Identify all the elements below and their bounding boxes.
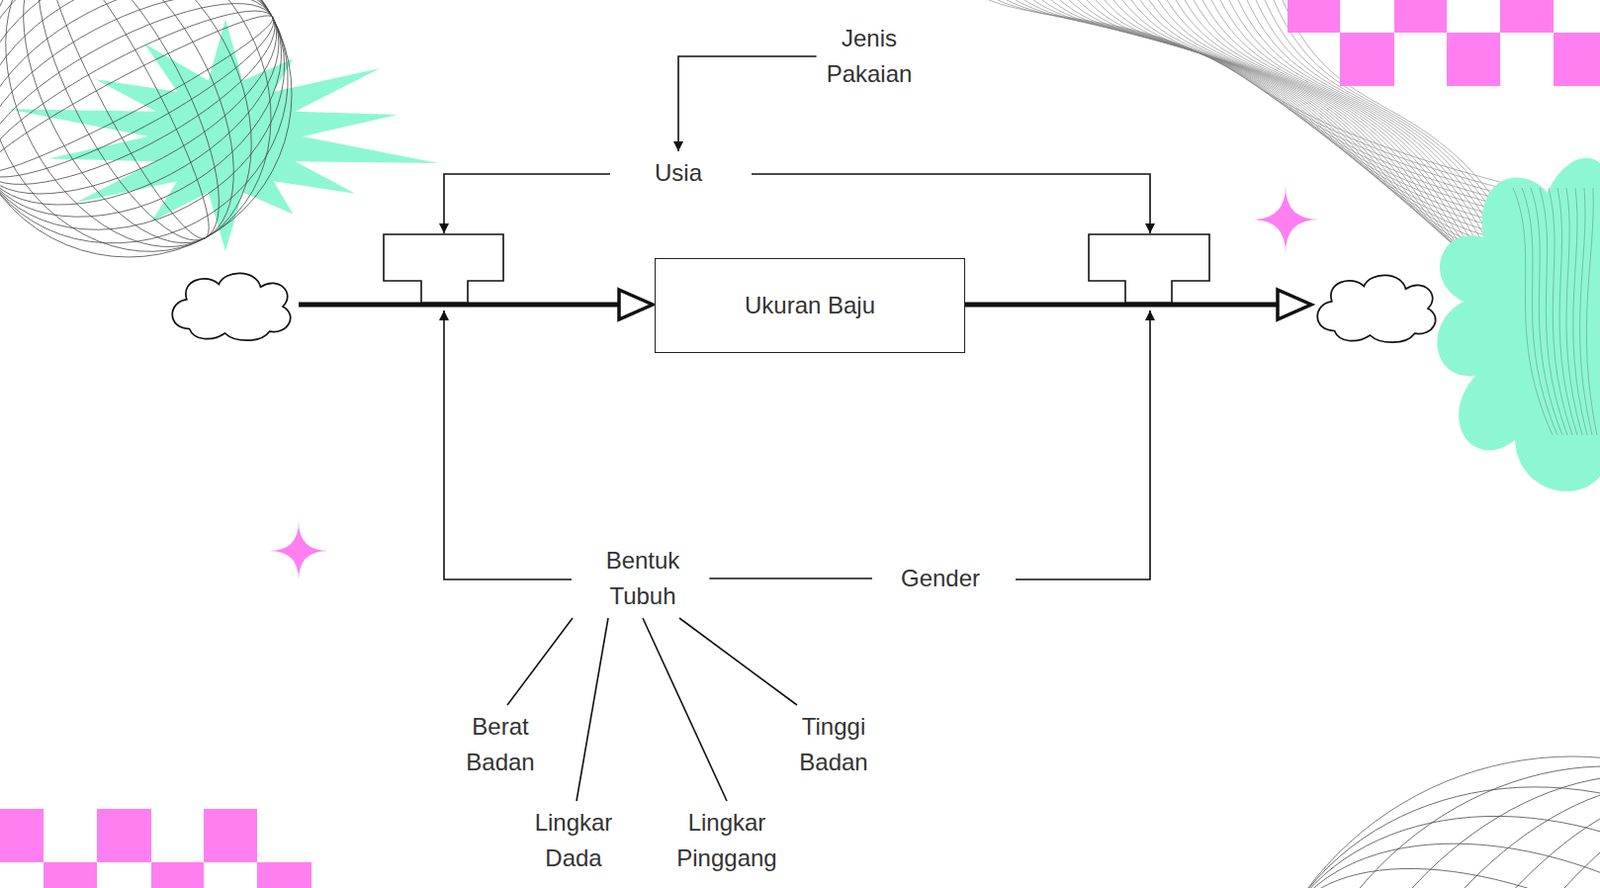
checker-square — [1287, 0, 1340, 33]
sphere-line — [1299, 738, 1600, 888]
sphere-line — [0, 0, 333, 283]
sphere-line — [0, 0, 342, 299]
node-text: Jenis Pakaian — [826, 20, 913, 92]
sphere-line — [1191, 676, 1600, 888]
sparkle — [268, 521, 329, 581]
blob — [1436, 158, 1600, 492]
flow-valve — [1088, 234, 1210, 303]
checker-square — [1394, 0, 1447, 33]
info-link — [1015, 310, 1151, 580]
sphere-line — [1181, 742, 1600, 888]
info-links — [444, 174, 1151, 580]
connector — [709, 577, 873, 580]
node-text: Tinggi Badan — [799, 709, 868, 781]
sphere-line — [0, 0, 299, 219]
variable-label: Jenis Pakaian — [824, 20, 915, 92]
checker-square — [151, 862, 204, 888]
wireframe-sphere — [0, 0, 350, 315]
node-text: Lingkar Dada — [534, 804, 614, 877]
blob-line — [1548, 187, 1573, 436]
blob-line — [1566, 187, 1583, 436]
connectors — [507, 56, 873, 801]
wave-line — [988, 0, 1600, 208]
flow-valve — [383, 234, 504, 303]
sphere-line — [1160, 707, 1600, 888]
connector — [576, 618, 609, 801]
sphere-line — [1155, 655, 1600, 888]
sphere-line — [0, 0, 324, 267]
node-text: Ukuran Baju — [744, 290, 876, 321]
checker-square — [1339, 32, 1395, 87]
sparkle — [1251, 185, 1320, 254]
checker-square — [1446, 32, 1501, 87]
sink-cloud — [1317, 274, 1435, 343]
info-link — [444, 310, 572, 580]
sphere-line — [3, 0, 254, 265]
info-link — [751, 174, 1151, 234]
node-text: Lingkar Pinggang — [676, 804, 777, 877]
wireframe-sphere — [1140, 655, 1600, 888]
node-text: Gender — [900, 560, 980, 597]
checker-square — [203, 808, 258, 863]
variable-label: Tinggi Badan — [797, 709, 870, 781]
sphere-line — [0, 0, 316, 251]
checker-square — [43, 862, 97, 888]
node-text: Usia — [654, 155, 703, 191]
sphere-line — [1140, 671, 1600, 888]
blob-line — [1539, 187, 1568, 436]
stock-box: Ukuran Baju — [654, 258, 966, 354]
starburst — [7, 18, 439, 252]
blob-line — [1580, 187, 1593, 436]
blob-line — [1521, 187, 1558, 436]
sphere-line — [0, 0, 281, 186]
blob-line — [1586, 187, 1598, 436]
connector — [679, 618, 798, 706]
node-text: Bentuk Tubuh — [606, 542, 681, 615]
checker-pattern — [0, 808, 312, 888]
checker-square — [0, 808, 44, 863]
variable-label: Lingkar Dada — [533, 804, 616, 877]
sphere-line — [1241, 756, 1600, 888]
info-link — [444, 174, 611, 234]
checker-square — [1500, 0, 1554, 33]
sphere-line — [1370, 780, 1600, 888]
variable-label: Berat Badan — [463, 709, 536, 781]
node-text: Berat Badan — [465, 709, 534, 781]
sphere-line — [1262, 717, 1600, 888]
sphere-line — [0, 0, 277, 276]
sphere-line — [1202, 778, 1600, 888]
variable-label: Gender — [898, 560, 982, 597]
sphere-line — [0, 0, 302, 289]
connector — [507, 618, 573, 706]
pipe-arrowhead — [1277, 289, 1312, 320]
sphere-line — [1227, 697, 1600, 888]
sphere-line — [1223, 814, 1600, 888]
sphere-line — [1334, 759, 1600, 888]
sphere-line — [0, 0, 350, 315]
sphere-line — [0, 0, 326, 302]
variable-label: Usia — [652, 155, 705, 191]
blob-line — [1557, 187, 1578, 436]
checker-square — [257, 862, 312, 888]
pipe-arrowhead — [619, 289, 653, 320]
checker-pattern — [1287, 0, 1600, 87]
source-cloud — [172, 272, 290, 341]
connector — [678, 56, 817, 152]
variable-label: Bentuk Tubuh — [604, 542, 683, 615]
sphere-line — [27, 0, 229, 252]
checker-square — [1553, 32, 1600, 87]
pipe-line — [965, 302, 1280, 308]
checker-square — [96, 808, 152, 863]
variable-label: Lingkar Pinggang — [674, 804, 779, 877]
blob-lines — [1512, 187, 1598, 436]
connector — [642, 618, 727, 801]
